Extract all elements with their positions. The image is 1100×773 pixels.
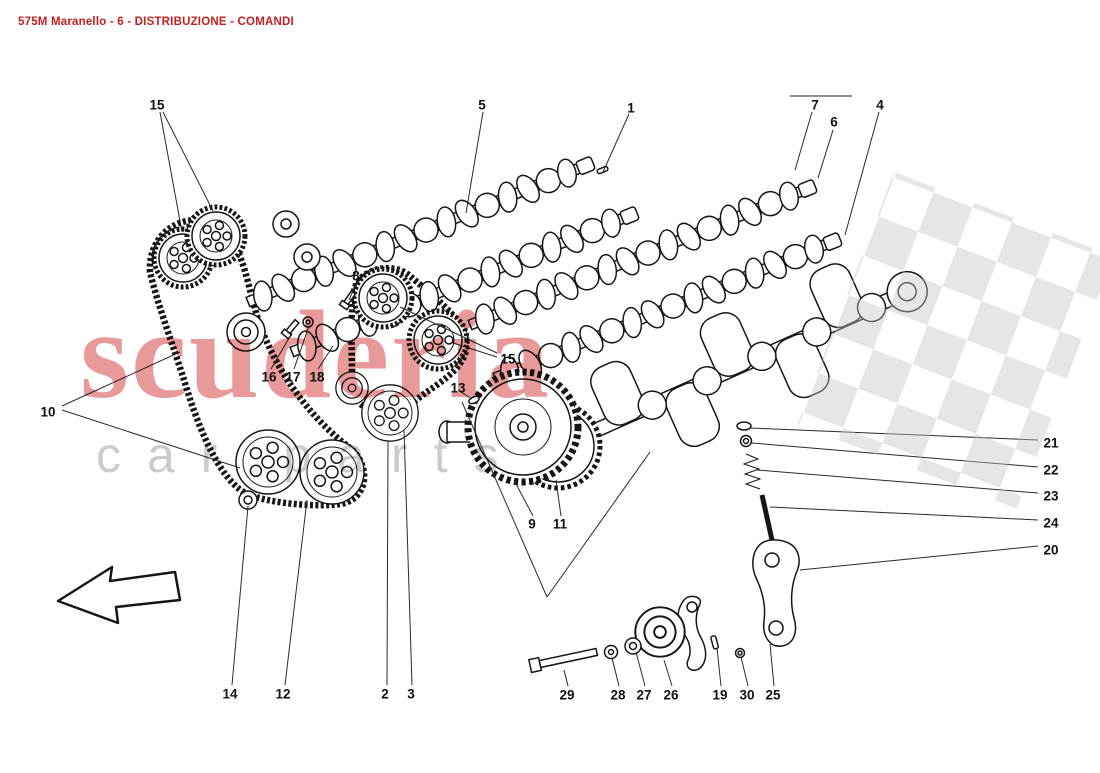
part-callout: 8: [352, 269, 360, 284]
part-callout: 17: [285, 370, 300, 385]
part-callout: 5: [478, 98, 486, 113]
part-callout: 16: [261, 370, 277, 385]
gear-drive: [438, 372, 603, 491]
part-callout: 29: [559, 688, 574, 703]
part-callout: 9: [528, 517, 536, 532]
part-callout: 23: [1043, 489, 1059, 504]
checkered-flag-watermark: [797, 172, 1100, 509]
belt-tensioner-roller-mid: [335, 371, 369, 405]
part-callout: 2: [381, 687, 389, 702]
page-title: 575M Maranello - 6 - DISTRIBUZIONE - COM…: [18, 16, 294, 28]
part-callout: 18: [309, 370, 325, 385]
belt-tensioner-roller-left: [226, 312, 266, 352]
part-callout: 28: [610, 688, 626, 703]
part-callout: 15: [149, 98, 165, 113]
part-callout: 13: [450, 381, 466, 396]
direction-arrow-icon: [56, 565, 182, 625]
part-callout: 6: [830, 115, 838, 130]
cam-cog-pulley-3: [354, 269, 412, 327]
part-callout: 27: [636, 688, 651, 703]
part-callout: 30: [739, 688, 754, 703]
part-callout: 24: [1043, 516, 1059, 531]
part-callout: 15: [500, 352, 516, 367]
part-callout: 4: [876, 98, 884, 113]
part-callout: 25: [765, 688, 781, 703]
part-callout: 10: [40, 405, 55, 420]
chain-tensioner-assembly: [527, 421, 800, 674]
part-callout: 20: [1043, 543, 1058, 558]
leader-lines: [61, 95, 1039, 687]
part-callout: 21: [1043, 436, 1059, 451]
part-callout: 11: [553, 517, 568, 532]
part-callout: 14: [222, 687, 238, 702]
drive-pulley-2: [299, 439, 365, 505]
drive-pulley-1: [235, 429, 301, 495]
part-callout: 22: [1043, 463, 1058, 478]
small-fasteners: [238, 165, 609, 510]
part-callout: 19: [712, 688, 727, 703]
part-callout: 7: [811, 98, 819, 113]
cam-cog-pulley-2: [187, 207, 245, 265]
tensioner-pulley: [361, 384, 419, 442]
part-callout: 12: [275, 687, 290, 702]
cam-cog-pulley-4: [409, 311, 467, 369]
part-callout: 26: [663, 688, 679, 703]
timing-belt-right: [348, 264, 470, 419]
callout-labels: 15 5 1 7 6 4 8 16 17 18 15 13 10 9 11 21…: [40, 98, 1059, 703]
cam-bearing-caps: [272, 210, 321, 271]
part-callout: 1: [627, 101, 635, 116]
part-callout: 3: [407, 687, 415, 702]
